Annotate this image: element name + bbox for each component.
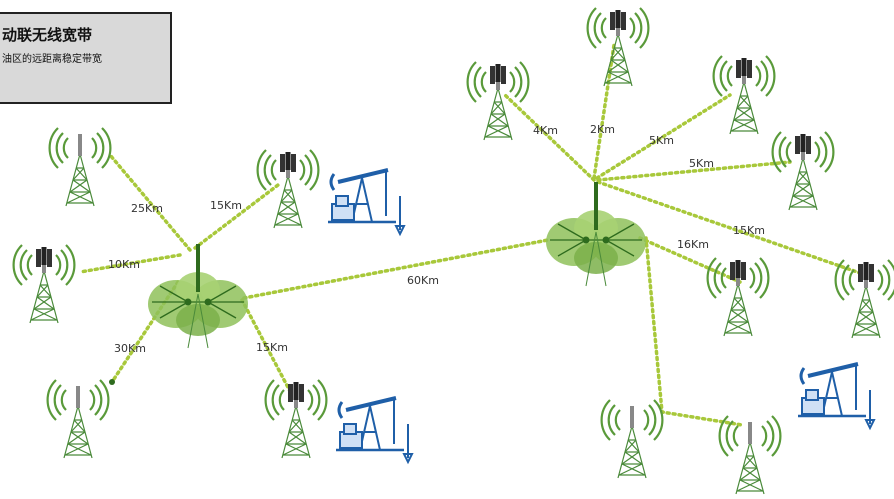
distance-label: 16Km [677,238,709,251]
link-hub2-b [592,43,616,180]
link-endpoint-dot [109,379,115,385]
tower-node [773,132,834,210]
tower-node [468,62,529,140]
tower-node [588,8,649,86]
link-backhaul [242,238,550,300]
link-hub2-c [595,93,732,180]
link-hub1-e [240,298,294,397]
distance-label: 60Km [407,274,439,287]
pumpjack-icon [796,362,876,430]
distance-label: 25Km [131,202,163,215]
link-hub2-a [503,93,596,182]
link-hub1-c [78,253,182,274]
link-hub1-a [108,153,192,252]
pumpjack-icon [326,168,406,236]
title-subtitle: 油区的远距离稳定带宽 [2,54,102,65]
distance-label: 15Km [733,224,765,237]
distance-label: 5Km [689,157,714,170]
tower-node [718,414,782,496]
link-hub1-b [193,183,280,250]
tower-node [714,56,775,134]
distance-label: 30Km [114,342,146,355]
distance-label: 5Km [649,134,674,147]
distance-label: 15Km [210,199,242,212]
link-hub2-d [596,160,792,182]
tower-node [266,380,327,458]
distance-label: 15Km [256,341,288,354]
hub-node-2 [545,181,647,287]
tower-node [46,378,110,460]
link-hub2-f [638,236,742,284]
distance-label: 4Km [533,124,558,137]
link-hub2-e [596,180,862,275]
distance-label: 10Km [108,258,140,271]
tower-node [258,150,319,228]
distance-label: 2Km [590,123,615,136]
tower-node [14,245,75,323]
pumpjack-icon [334,396,414,464]
title-main: 动联无线宽带 [2,26,93,44]
tower-node [48,126,112,208]
tower-node [836,260,894,338]
title-box: 动联无线宽带 油区的远距离稳定带宽 [0,12,172,104]
tower-node [708,258,769,336]
tower-node [600,398,664,480]
